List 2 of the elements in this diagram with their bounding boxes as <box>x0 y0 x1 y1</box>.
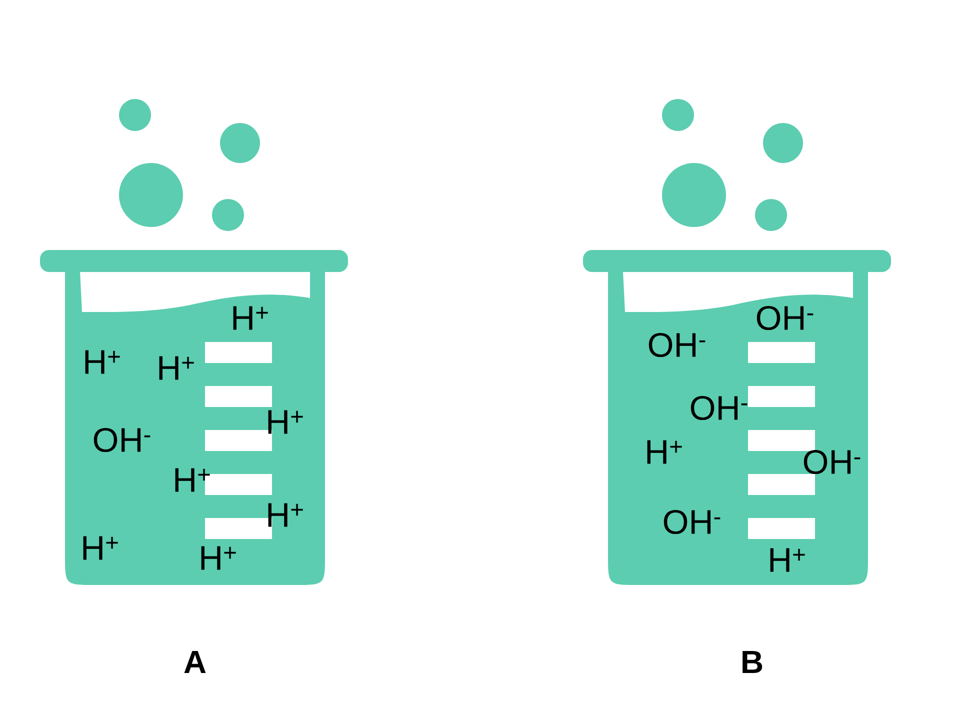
beaker-caption: A <box>184 651 206 674</box>
beaker-caption: B <box>742 651 762 674</box>
